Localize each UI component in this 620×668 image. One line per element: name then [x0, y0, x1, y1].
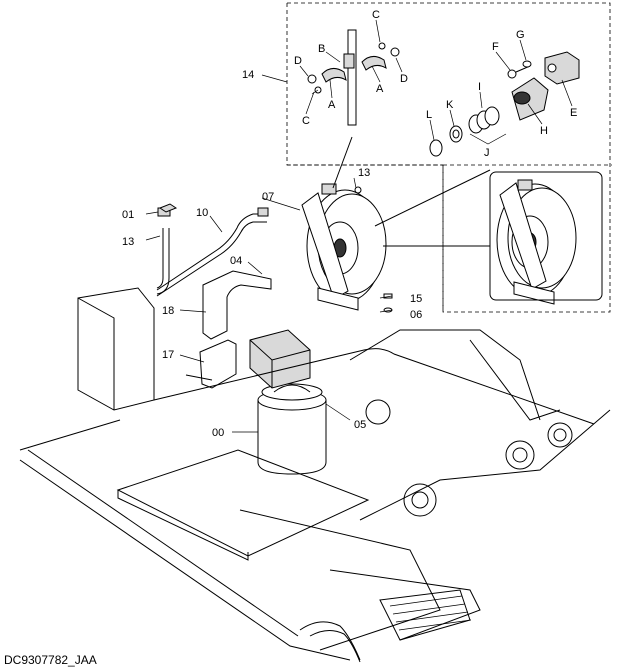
letter-c-top: C — [372, 9, 380, 21]
hose-reel-inset — [442, 164, 612, 312]
callout-10: 10 — [196, 207, 208, 219]
letter-h: H — [540, 125, 548, 137]
bracket-18 — [202, 270, 272, 340]
bracket-b — [343, 53, 355, 69]
letter-a-right: A — [376, 83, 384, 95]
clamp-a-left — [311, 68, 347, 95]
callout-14: 14 — [242, 69, 254, 81]
letter-j: J — [484, 147, 490, 159]
nut-13 — [354, 186, 362, 194]
callout-06: 06 — [410, 309, 422, 321]
letter-a-left: A — [328, 99, 336, 111]
callout-15: 15 — [410, 293, 422, 305]
letter-d-right: D — [400, 73, 408, 85]
o-rings-i — [468, 106, 500, 134]
letter-b: B — [318, 43, 325, 55]
callout-07: 07 — [262, 191, 274, 203]
hose-reel-07 — [301, 183, 387, 311]
ring-k — [449, 125, 463, 143]
letter-f: F — [492, 41, 499, 53]
letter-c-bottom: C — [302, 115, 310, 127]
letter-e: E — [570, 107, 577, 119]
letter-l: L — [426, 109, 432, 121]
machine-frame — [19, 287, 611, 663]
leaders — [145, 74, 393, 433]
callout-18: 18 — [162, 305, 174, 317]
swivel-h — [511, 77, 549, 121]
callout-00: 00 — [212, 427, 224, 439]
callout-13-left: 13 — [122, 236, 134, 248]
filter-00 — [249, 329, 327, 475]
letter-d-left: D — [294, 55, 302, 67]
bracket-17 — [185, 339, 237, 389]
letter-k: K — [446, 99, 454, 111]
letter-i: I — [478, 81, 481, 93]
callout-01: 01 — [122, 209, 134, 221]
detail-box-14 — [286, 2, 611, 313]
callout-04: 04 — [230, 255, 242, 267]
detail-pipe — [347, 29, 357, 126]
washer-g — [522, 60, 532, 68]
leader-inset-2 — [374, 169, 491, 227]
drawing-code: DC9307782_JAA — [4, 653, 97, 667]
callout-13-top: 13 — [358, 167, 370, 179]
detail-leaders — [299, 19, 573, 145]
callout-17: 17 — [162, 349, 174, 361]
snap-ring-l — [429, 139, 443, 157]
clamp-a-right — [307, 42, 400, 84]
leader-detail — [332, 136, 353, 189]
bolt-f — [507, 65, 531, 79]
bolt-01 — [158, 203, 178, 213]
fitting-e — [544, 51, 580, 85]
letter-g: G — [516, 29, 525, 41]
hose-10 — [156, 207, 269, 297]
callout-05: 05 — [354, 419, 366, 431]
